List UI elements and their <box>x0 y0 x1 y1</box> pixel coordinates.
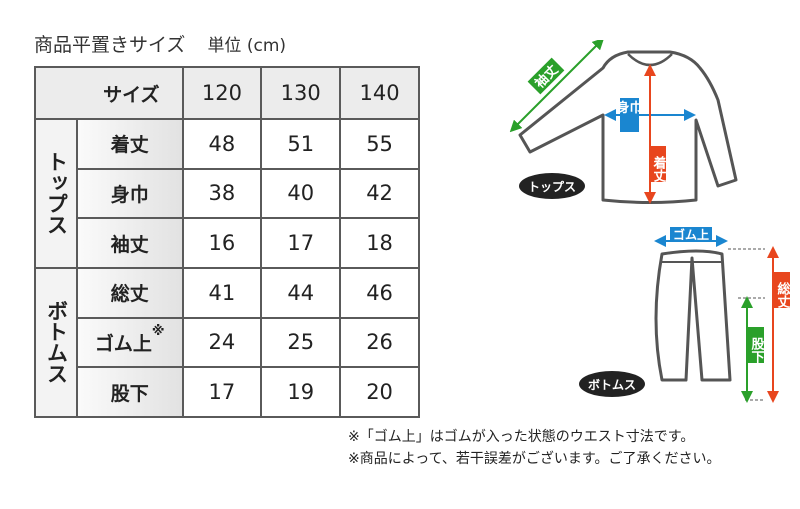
inseam-label: 股下 <box>749 337 765 364</box>
table-header: サイズ 120 130 140 <box>34 66 420 120</box>
pants-icon <box>654 249 732 382</box>
waist-label: ゴム上 <box>673 227 709 242</box>
size-diagram: 袖丈 身巾 着丈 トップス ゴム上 総丈 股下 ボトムス <box>509 40 791 403</box>
table-row: ボトムス 総丈 41 44 46 <box>34 266 420 419</box>
notes: ※「ゴム上」はゴムが入った状態のウエスト寸法です。 ※商品によって、若干誤差がご… <box>348 429 721 467</box>
group-bottoms: ボトムス <box>34 266 78 419</box>
table-row: 身巾 38 40 42 <box>35 167 420 220</box>
table-row: 袖丈 16 17 18 <box>35 217 420 269</box>
tops-label: トップス <box>528 179 576 194</box>
page-title: 商品平置きサイズ単位 (cm) <box>34 34 287 56</box>
table-row: 股下 17 19 20 <box>35 366 420 418</box>
size-table: サイズ 120 130 140 トップス 着丈 48 51 55 身巾 38 4… <box>34 66 420 419</box>
group-tops: トップス <box>34 118 78 269</box>
total-length-label: 総丈 <box>775 281 791 309</box>
bottoms-label: ボトムス <box>588 377 636 392</box>
unit-label: 単位 (cm) <box>207 36 287 56</box>
table-row: トップス 着丈 48 51 55 <box>34 118 420 269</box>
length-label: 着丈 <box>651 155 668 183</box>
width-label: 身巾 <box>616 100 642 116</box>
table-row: ゴム上※ 24 25 26 <box>35 316 420 369</box>
